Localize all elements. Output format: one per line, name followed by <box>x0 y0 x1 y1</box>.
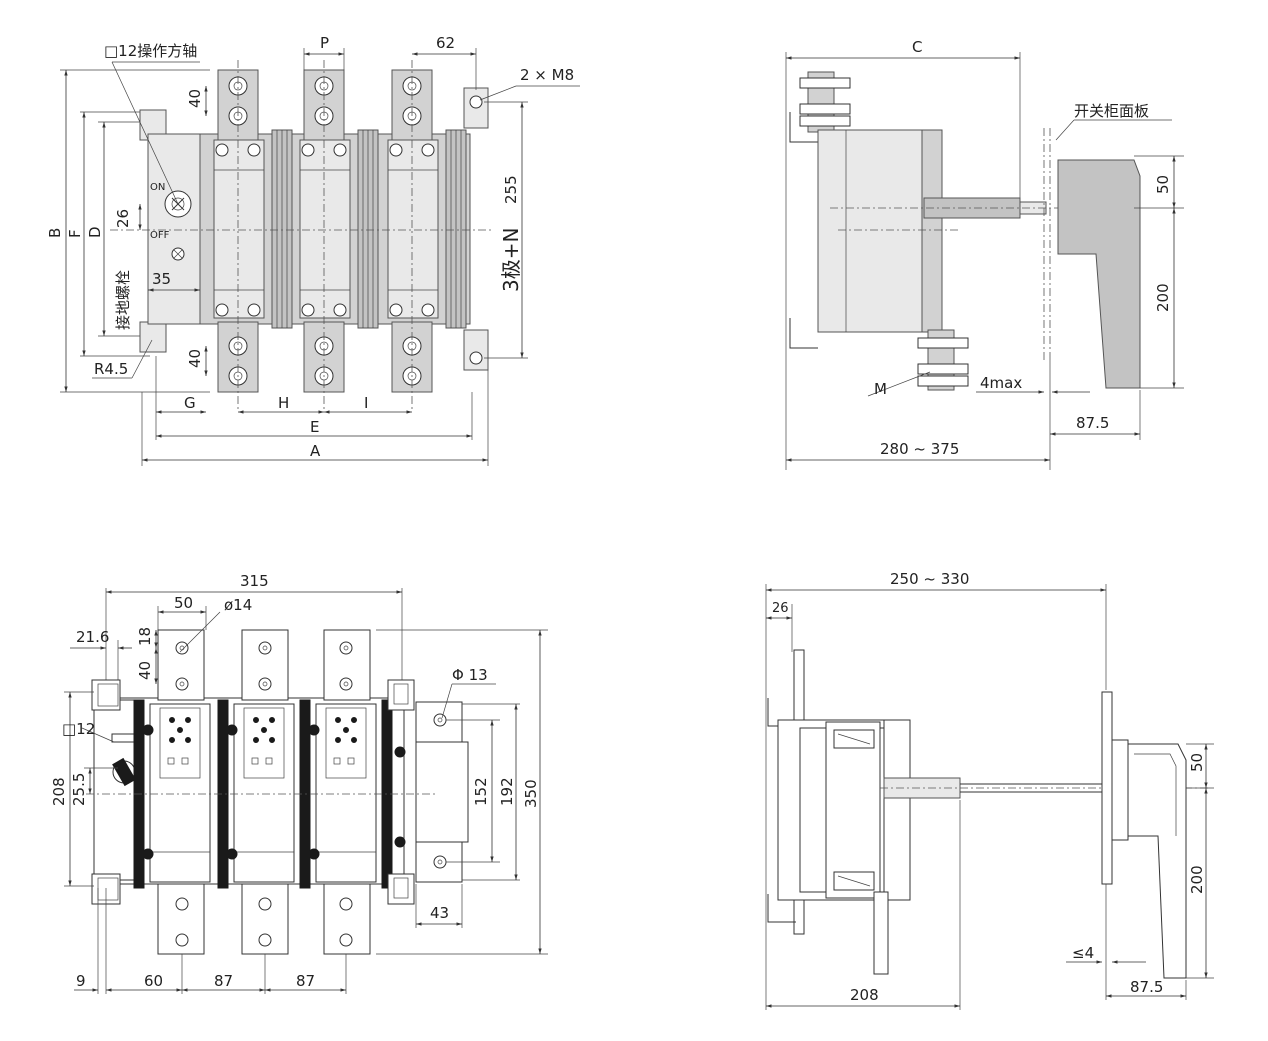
dim-p: P <box>320 34 329 52</box>
dim-i: I <box>364 394 368 412</box>
dim-200: 200 <box>1188 865 1206 894</box>
dim-25-5: 25.5 <box>70 773 88 806</box>
radius-label: R4.5 <box>94 360 128 378</box>
dim-b: B <box>46 228 64 238</box>
dim-g: G <box>184 394 196 412</box>
dim-40-top: 40 <box>186 89 204 108</box>
dim-87-a: 87 <box>214 972 233 990</box>
dim-35: 35 <box>152 270 171 288</box>
dim-18: 18 <box>136 627 154 646</box>
dim-40: 40 <box>136 661 154 680</box>
front-view-numeric: 315 50 ø14 21.6 18 40 □12 Φ 13 208 25.5 … <box>50 572 548 994</box>
dim-4max: 4max <box>980 374 1022 392</box>
pole-contacts <box>167 717 357 765</box>
dim-c: C <box>912 38 922 56</box>
bolt-label: 2 × M8 <box>520 66 574 84</box>
dim-le4: ≤4 <box>1072 944 1094 962</box>
dim-40-bottom: 40 <box>186 349 204 368</box>
dim-875: 87.5 <box>1130 978 1163 996</box>
dim-875: 87.5 <box>1076 414 1109 432</box>
dim-255: 255 <box>502 175 520 204</box>
dim-9: 9 <box>76 972 86 990</box>
dim-sq12: □12 <box>62 720 95 738</box>
dim-range: 250 ~ 330 <box>890 570 969 588</box>
dim-21-6: 21.6 <box>76 628 109 646</box>
dim-62: 62 <box>436 34 455 52</box>
dim-208: 208 <box>50 777 68 806</box>
on-label: ON <box>150 182 165 193</box>
dim-h: H <box>278 394 289 412</box>
dim-range: 280 ~ 375 <box>880 440 959 458</box>
dim-f: F <box>66 229 84 238</box>
side-view-numeric: 250 ~ 330 26 50 200 ≤4 87.5 208 <box>765 570 1214 1010</box>
dim-192: 192 <box>498 777 516 806</box>
dim-50: 50 <box>1154 175 1172 194</box>
dim-315: 315 <box>240 572 269 590</box>
dim-26: 26 <box>114 209 132 228</box>
dim-200: 200 <box>1154 283 1172 312</box>
side-view-dimensioned: C 开关柜面板 50 200 M 4max 87.5 280 ~ 375 <box>785 38 1184 470</box>
dim-d: D <box>86 226 104 238</box>
pole-label: 3极+N <box>499 228 523 292</box>
dim-60: 60 <box>144 972 163 990</box>
dim-350: 350 <box>522 779 540 808</box>
dim-26: 26 <box>772 601 789 616</box>
off-label: OFF <box>150 230 170 241</box>
dim-e: E <box>310 418 319 436</box>
dim-208: 208 <box>850 986 879 1004</box>
dim-87-b: 87 <box>296 972 315 990</box>
grounding-label: 接地螺栓 <box>114 270 132 330</box>
dim-50: 50 <box>174 594 193 612</box>
dim-50: 50 <box>1188 753 1206 772</box>
panel-label: 开关柜面板 <box>1074 102 1149 120</box>
dim-152: 152 <box>472 777 490 806</box>
dim-a: A <box>310 442 321 460</box>
shaft-label: □12操作方轴 <box>104 42 197 60</box>
dim-m: M <box>874 380 887 398</box>
dim-dia14: ø14 <box>224 596 252 614</box>
front-view-dimensioned: □12操作方轴 P 62 2 × M8 40 40 ON OFF 26 35 接… <box>46 34 580 466</box>
dim-43: 43 <box>430 904 449 922</box>
dim-phi13: Φ 13 <box>452 666 488 684</box>
